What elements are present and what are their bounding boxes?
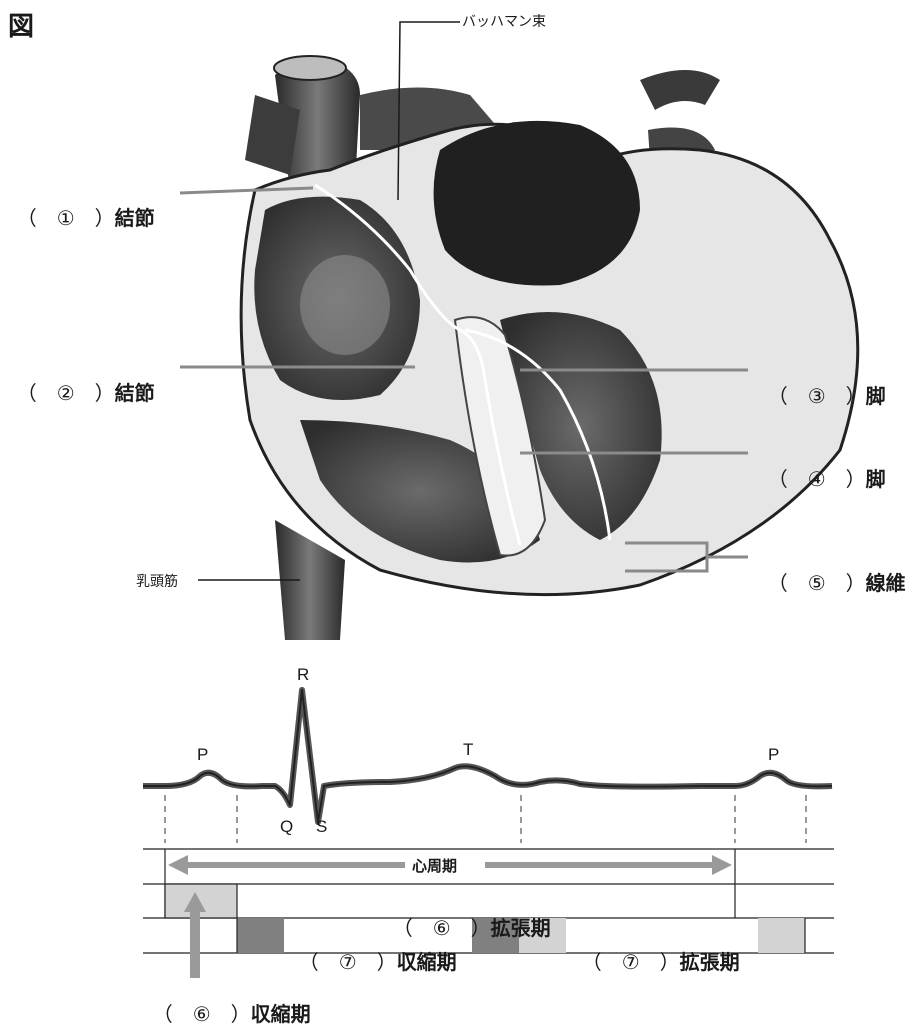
dashed-guides bbox=[165, 795, 806, 843]
ventricular-systole-box-1 bbox=[237, 918, 284, 953]
wave-p1: P bbox=[197, 745, 208, 765]
label-5: （ ⑤ ）線維 bbox=[755, 543, 906, 596]
label-3-paren: （ ③ ） bbox=[768, 384, 866, 408]
label-2-paren: （ ② ） bbox=[17, 381, 115, 405]
label-1-word: 結節 bbox=[115, 206, 155, 230]
wave-t: T bbox=[463, 740, 473, 760]
atrial-systole-label: （ ⑥ ）収縮期 bbox=[140, 974, 311, 1027]
atrial-systole-box bbox=[165, 884, 237, 918]
row2a-word: 収縮期 bbox=[397, 950, 457, 974]
row2-diastole: （ ⑦ ）拡張期 bbox=[569, 922, 740, 975]
pulmonary-veins-right bbox=[640, 70, 720, 110]
label-4: （ ④ ）脚 bbox=[755, 439, 886, 492]
row2-systole: （ ⑦ ）収縮期 bbox=[286, 922, 457, 975]
left-atrium bbox=[434, 121, 640, 286]
svc-opening bbox=[274, 56, 346, 80]
wave-s: S bbox=[316, 817, 327, 837]
label-5-word: 線維 bbox=[866, 571, 906, 595]
wave-r: R bbox=[297, 665, 309, 685]
up-arrow bbox=[184, 892, 206, 978]
label-5-paren: （ ⑤ ） bbox=[768, 571, 866, 595]
row2b-word: 拡張期 bbox=[680, 950, 740, 974]
bachmann-bundle-label: バッハマン束 bbox=[462, 11, 546, 31]
wave-q: Q bbox=[280, 817, 293, 837]
row2a-paren: （ ⑦ ） bbox=[299, 950, 397, 974]
cardiac-cycle-label: 心周期 bbox=[412, 855, 457, 876]
wave-p2: P bbox=[768, 745, 779, 765]
label-4-paren: （ ④ ） bbox=[768, 467, 866, 491]
papillary-muscle-label: 乳頭筋 bbox=[136, 571, 178, 591]
label-4-word: 脚 bbox=[866, 467, 886, 491]
label-1-paren: （ ① ） bbox=[17, 206, 115, 230]
label-1: （ ① ）結節 bbox=[4, 178, 155, 231]
label-2-word: 結節 bbox=[115, 381, 155, 405]
row2b-paren: （ ⑦ ） bbox=[582, 950, 680, 974]
label-2: （ ② ）結節 bbox=[4, 353, 155, 406]
label-3-word: 脚 bbox=[866, 384, 886, 408]
label-3: （ ③ ）脚 bbox=[755, 356, 886, 409]
light-box-2 bbox=[758, 918, 805, 953]
row1-word: 拡張期 bbox=[491, 916, 551, 940]
ra-inner bbox=[300, 255, 390, 355]
ecg-trace bbox=[143, 690, 832, 822]
